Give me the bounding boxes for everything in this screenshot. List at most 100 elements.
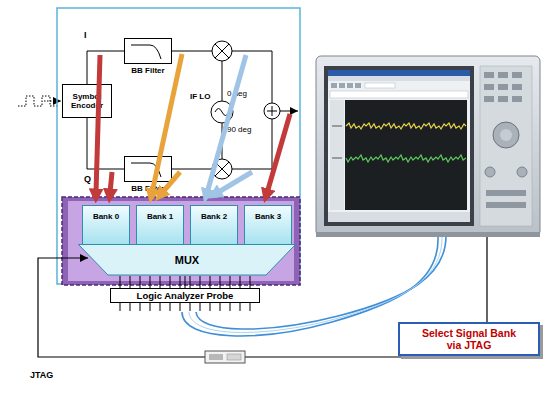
logic-analyzer-instrument [498,84,508,90]
logic-analyzer-instrument [330,91,468,98]
fpga-core [62,197,300,285]
probe-arrow [96,54,290,193]
probe-arrow [217,172,252,193]
callout-box: Select Signal Bank via JTAG [398,322,540,356]
signal-name: Q [84,174,91,184]
logic-analyzer-instrument [328,70,470,76]
logic-analyzer-instrument [517,167,527,177]
logic-analyzer-instrument [346,155,466,162]
probe-pins [120,276,250,311]
node-text: Bank 2 [201,212,227,221]
logic-analyzer-instrument [328,212,470,222]
bank-box: Bank 3 [244,205,292,245]
mux-trapezoid: MUX [78,244,296,276]
probe-arrow [267,114,290,193]
phase-label: 90 deg [227,125,251,134]
bank-box: Bank 2 [190,205,238,245]
logic-analyzer-instrument [347,83,353,88]
modulator-wires [172,169,212,170]
filter-outline [124,38,172,64]
bank-box: Bank 1 [136,205,184,245]
signal-wire [87,51,124,84]
jtag-pod [205,351,245,363]
logic-analyzer-instrument [332,126,342,158]
mux-trapezoid [79,245,296,276]
probe-arrow [162,172,180,193]
interface-label: JTAG [30,370,53,380]
probe-arrow [207,55,246,193]
mixer-symbol [215,44,229,58]
signal-name: I [84,30,87,40]
modulator-wires [172,51,212,52]
logic-analyzer-instrument [484,84,494,90]
summer-symbol [264,103,280,119]
node-text: Bank 3 [255,212,281,221]
jtag-pod [205,351,245,363]
logic-analyzer-instrument [486,202,526,208]
node-text: Bank 0 [93,212,119,221]
logic-analyzer-instrument [484,72,494,78]
node-text: IF LO [190,92,210,101]
node-text: Bank 1 [147,212,173,221]
logic-analyzer-instrument [480,66,532,226]
signal-input-pulse [18,96,58,106]
summer-symbol [264,103,280,119]
mixer-symbol [212,159,232,179]
signal-wire [185,276,186,288]
logic-analyzer-instrument [498,72,508,78]
modulator-wires [222,61,223,101]
logic-analyzer-instrument [365,83,395,88]
modulator-frame [57,8,300,284]
logic-analyzer-instrument [484,96,494,102]
summer-symbol [267,106,277,116]
jtag-pod [227,354,241,360]
logic-analyzer-instrument [493,122,519,148]
filter-outline [124,156,172,182]
logic-analyzer-instrument [512,72,522,78]
lowpass-symbol [131,45,161,59]
logic-analyzer-instrument [512,96,522,102]
logic-analyzer-instrument [500,129,512,141]
modulator-wires [280,111,298,112]
logic-analyzer-instrument [316,232,540,237]
logic-analyzer-instrument [324,66,474,226]
logic-analyzer-instrument [346,123,466,129]
mixer-symbol [215,162,229,176]
logic-analyzer-instrument [316,56,540,237]
node-text: MUX [175,254,199,266]
signal-input-pulse [44,101,61,102]
probe-arrow [152,54,182,193]
logic-analyzer-instrument [328,76,470,81]
lowpass-symbol [131,45,161,177]
jtag-pod [209,354,223,360]
logic-analyzer-instrument [330,100,344,210]
probe-arrow [110,172,112,193]
logic-analyzer-instrument [328,70,470,222]
probe-box: Logic Analyzer Probe [110,288,260,303]
oscillator-circle [211,101,233,123]
logic-analyzer-instrument [316,56,540,236]
modulator-wires [222,123,223,159]
phase-label: 0 deg [227,89,247,98]
probe-pins [120,276,250,288]
bank-box: Bank 0 [82,205,130,245]
fpga-core [62,197,300,285]
node-text: BB Filter [122,184,174,193]
logic-analyzer-instrument [339,83,345,88]
node-text: BB Filter [122,66,174,75]
signal-wire [87,118,124,169]
logic-analyzer-instrument [498,96,508,102]
filter-box: BB Filter [122,38,174,78]
filter-box: BB Filter [122,156,174,196]
logic-analyzer-instrument [512,84,522,90]
modulator-wires [172,51,298,169]
mixer-symbol [212,41,232,179]
logic-analyzer-instrument [345,100,467,210]
logic-analyzer-instrument [486,190,526,196]
probe-arrow [96,55,100,193]
node-text: Logic Analyzer Probe [137,290,234,301]
mixer-symbol [212,41,232,61]
